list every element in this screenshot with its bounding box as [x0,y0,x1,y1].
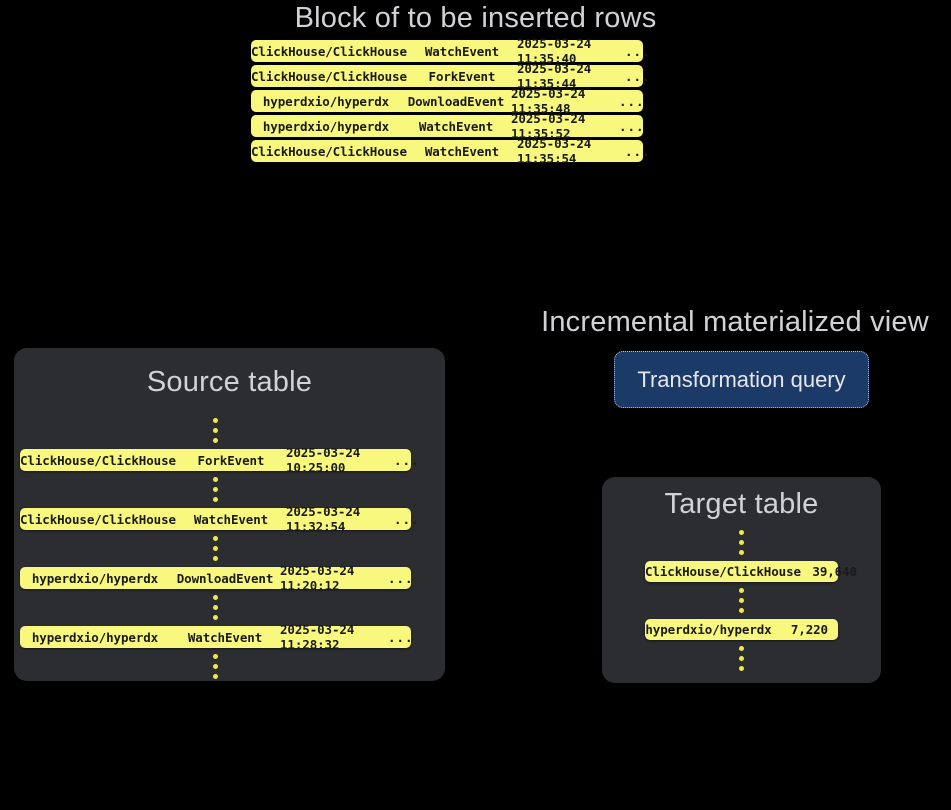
row-repo: hyperdxio/hyperdx [31,629,159,645]
row-repo: ClickHouse/ClickHouse [20,511,176,527]
ellipsis-dots-icon [20,530,411,567]
row-repo: hyperdxio/hyperdx [645,622,772,637]
row-timestamp: 2025-03-24 11:28:32 [280,622,355,652]
ellipsis-dots-icon [20,412,411,449]
row-timestamp: 2025-03-24 11:35:40 [516,36,592,66]
row-event: WatchEvent [424,43,500,59]
row-event: DownloadEvent [407,93,505,109]
row-event: WatchEvent [424,143,500,159]
row-more-ellipsis: ... [624,143,651,159]
source-table-title: Source table [146,366,313,398]
table-row[interactable]: ClickHouse/ClickHouse WatchEvent 2025-03… [20,504,419,534]
row-count: 7,220 [790,622,828,637]
table-row[interactable]: hyperdxio/hyperdx DownloadEvent 2025-03-… [20,563,414,593]
row-timestamp: 2025-03-24 11:32:54 [285,504,361,534]
row-repo: hyperdxio/hyperdx [262,93,390,109]
row-event: ForkEvent [428,68,496,84]
row-more-ellipsis: ... [624,68,651,84]
row-timestamp: 2025-03-24 10:25:00 [285,445,361,475]
transformation-query-label: Transformation query [637,366,846,392]
row-more-ellipsis: ... [388,570,414,586]
row-timestamp: 2025-03-24 11:20:12 [280,563,355,593]
insert-block-rows: ClickHouse/ClickHouse WatchEvent 2025-03… [251,36,650,166]
table-row[interactable]: ClickHouse/ClickHouse WatchEvent 2025-03… [251,136,650,166]
row-more-ellipsis: ... [619,118,645,134]
table-row[interactable]: hyperdxio/hyperdx DownloadEvent 2025-03-… [251,86,645,116]
row-repo: ClickHouse/ClickHouse [645,564,801,579]
transformation-query-box[interactable]: Transformation query [614,351,869,408]
ellipsis-dots-icon [20,648,411,685]
row-event: WatchEvent [193,511,269,527]
table-row[interactable]: ClickHouse/ClickHouse WatchEvent 2025-03… [251,36,650,66]
row-more-ellipsis: ... [388,629,414,645]
table-row[interactable]: hyperdxio/hyperdx WatchEvent 2025-03-24 … [20,622,414,652]
row-timestamp: 2025-03-24 11:35:44 [516,61,592,91]
ellipsis-dots-icon [645,582,838,619]
table-row[interactable]: hyperdxio/hyperdx WatchEvent 2025-03-24 … [251,111,645,141]
table-row[interactable]: ClickHouse/ClickHouse ForkEvent 2025-03-… [20,445,419,475]
ellipsis-dots-icon [645,640,838,677]
row-repo: hyperdxio/hyperdx [31,570,159,586]
target-table-rows: ClickHouse/ClickHouse 39,640 hyperdxio/h… [645,524,857,677]
row-more-ellipsis: ... [619,93,645,109]
table-row[interactable]: ClickHouse/ClickHouse 39,640 [645,561,857,582]
materialized-view-title: Incremental materialized view [541,306,929,338]
row-event: ForkEvent [197,452,265,468]
row-repo: ClickHouse/ClickHouse [251,143,407,159]
row-event: WatchEvent [418,118,494,134]
row-count: 39,640 [812,564,857,579]
row-event: WatchEvent [187,629,263,645]
row-more-ellipsis: ... [393,511,420,527]
row-timestamp: 2025-03-24 11:35:52 [511,111,586,141]
ellipsis-dots-icon [20,471,411,508]
table-row[interactable]: ClickHouse/ClickHouse ForkEvent 2025-03-… [251,61,650,91]
row-more-ellipsis: ... [624,43,651,59]
table-row[interactable]: hyperdxio/hyperdx 7,220 [645,619,838,640]
row-repo: hyperdxio/hyperdx [262,118,390,134]
ellipsis-dots-icon [20,589,411,626]
row-repo: ClickHouse/ClickHouse [251,43,407,59]
row-repo: ClickHouse/ClickHouse [20,452,176,468]
target-table-title: Target table [664,488,819,520]
row-timestamp: 2025-03-24 11:35:54 [516,136,592,166]
source-table-rows: ClickHouse/ClickHouse ForkEvent 2025-03-… [20,412,419,685]
row-event: DownloadEvent [176,570,274,586]
ellipsis-dots-icon [645,524,838,561]
row-repo: ClickHouse/ClickHouse [251,68,407,84]
row-timestamp: 2025-03-24 11:35:48 [511,86,586,116]
row-more-ellipsis: ... [393,452,420,468]
block-title: Block of to be inserted rows [294,2,657,34]
